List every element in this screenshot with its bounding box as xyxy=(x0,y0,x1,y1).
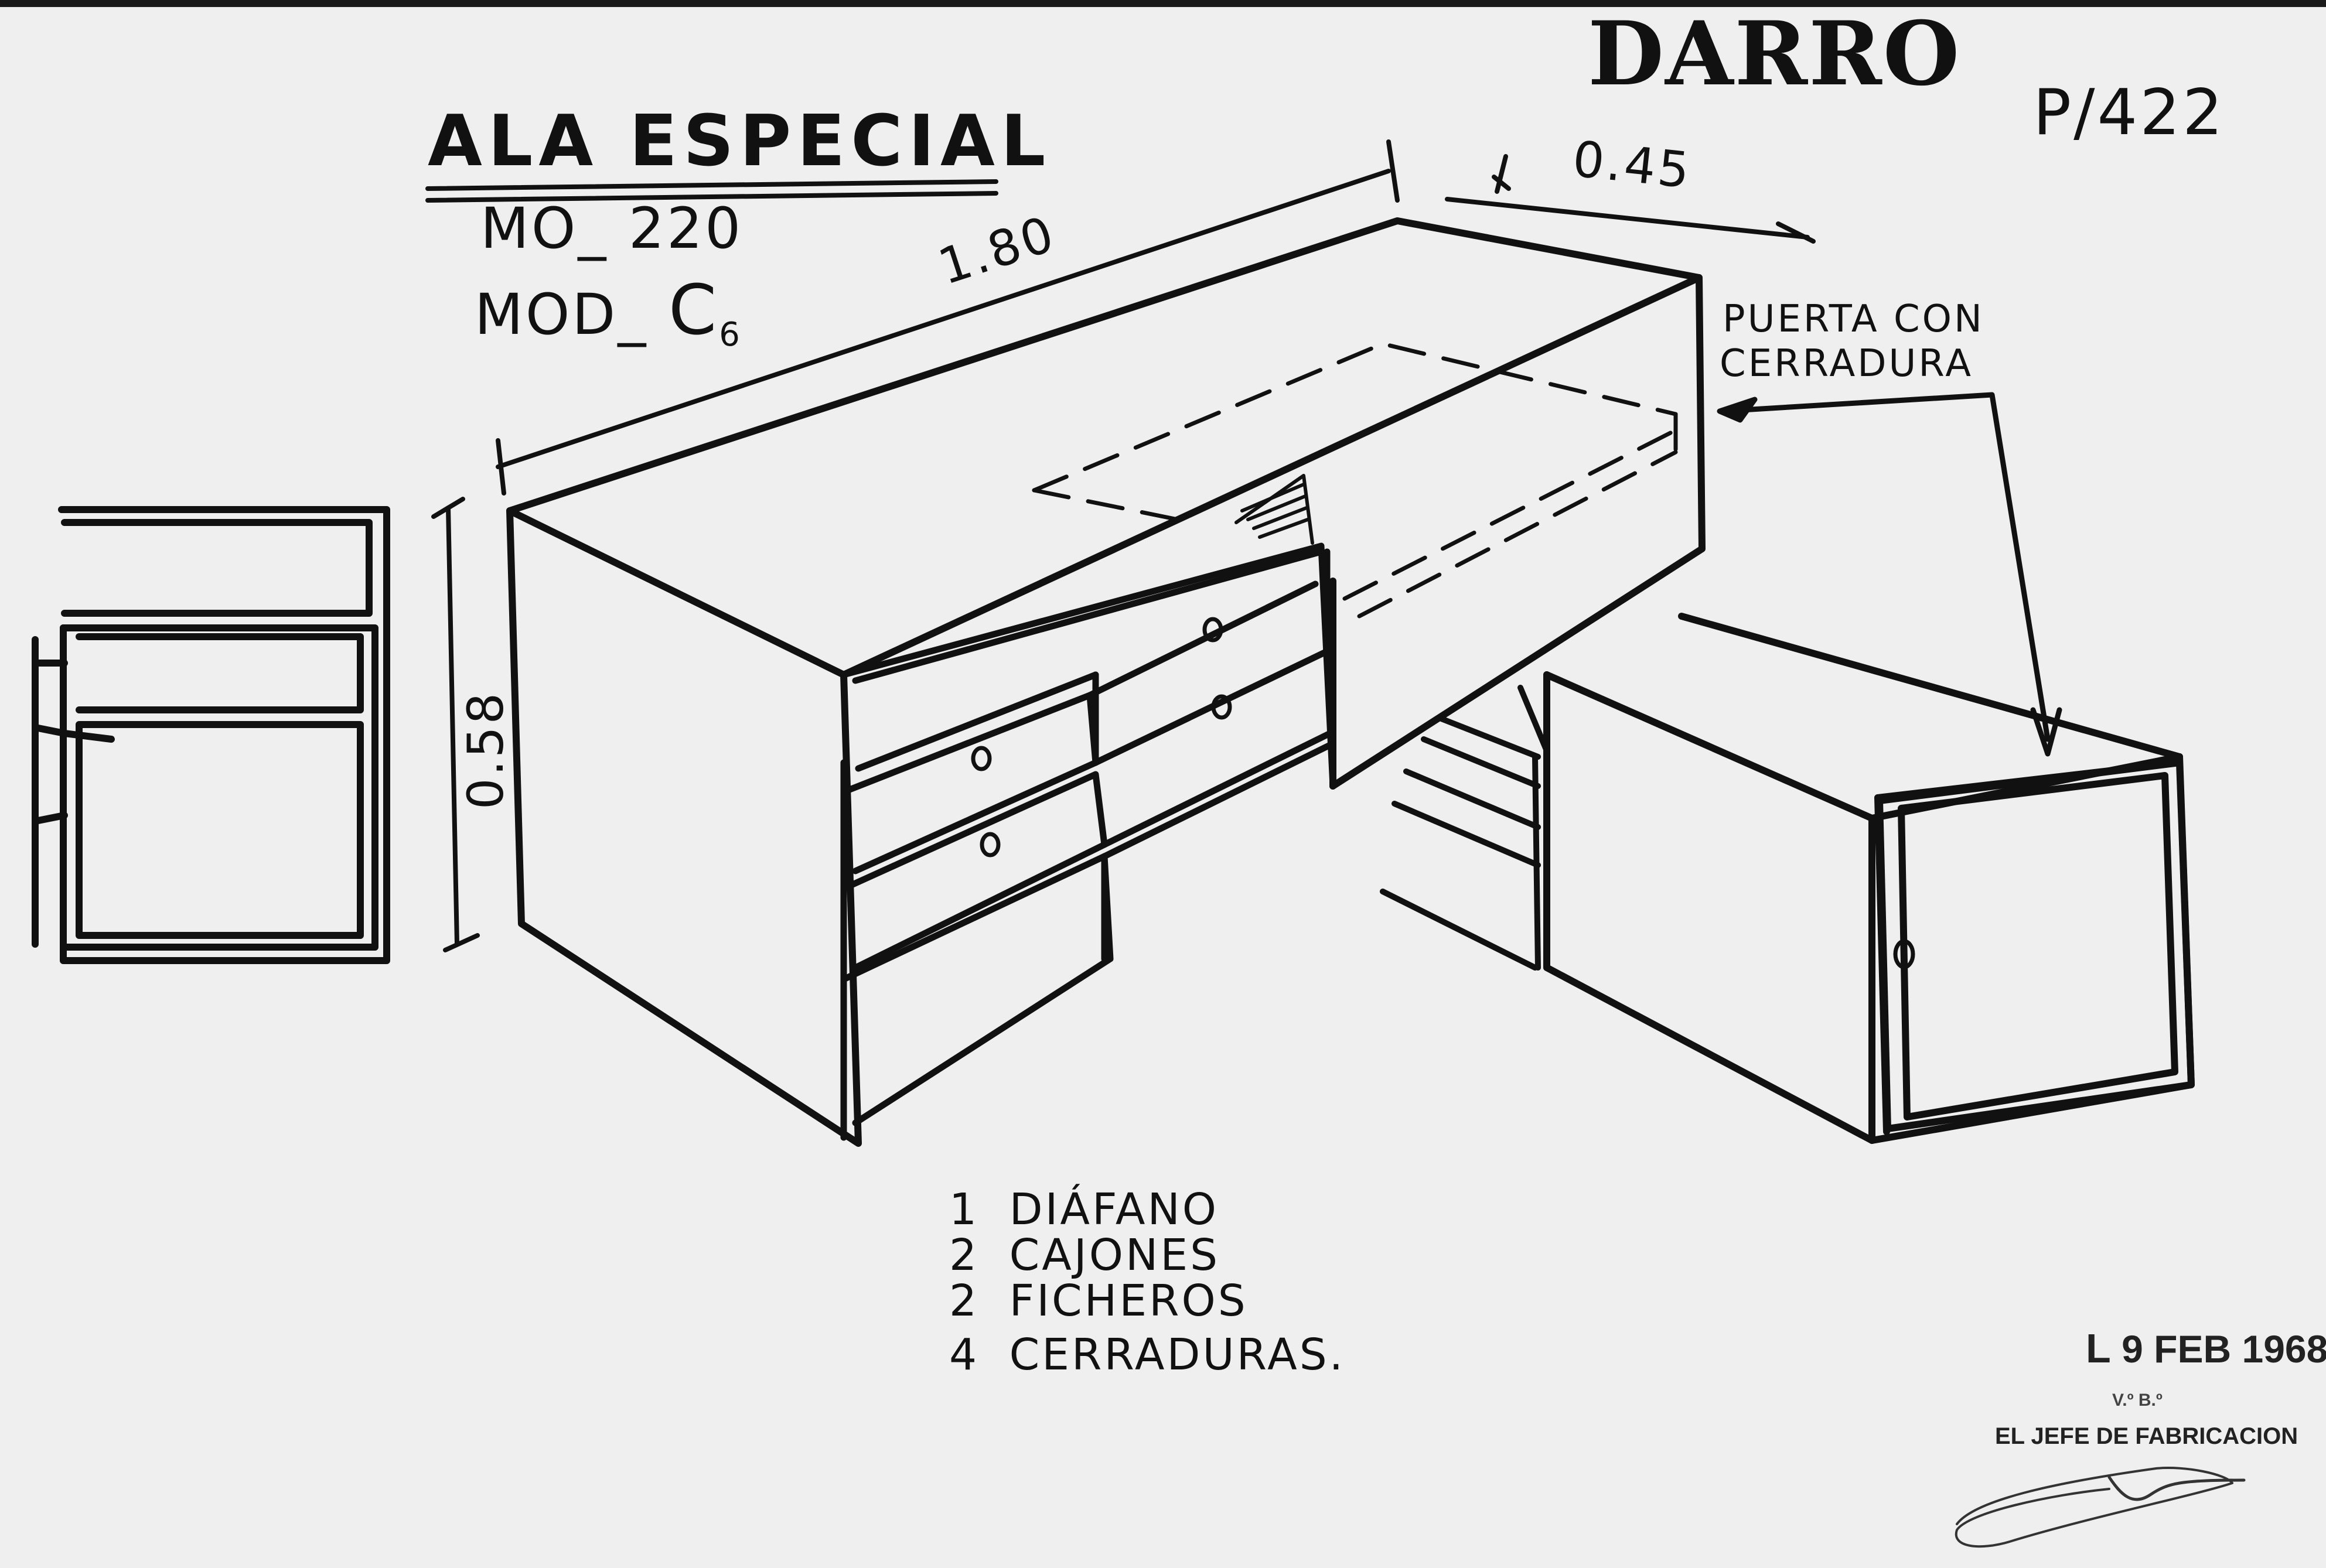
return-cabinet xyxy=(1543,613,2195,1144)
brand-logo: DARRO xyxy=(1588,2,1961,105)
signature xyxy=(2107,1475,2246,1501)
cabinet-keyhole xyxy=(1893,939,1915,969)
hidden-outline xyxy=(1032,341,1678,619)
side-elevation xyxy=(32,506,390,964)
furniture-drawing xyxy=(32,139,2246,1548)
list-item-label: CAJONES xyxy=(1009,1230,1220,1280)
list-item-label: DIÁFANO xyxy=(1009,1184,1219,1235)
list-item-qty: 1 xyxy=(949,1184,980,1235)
list-item: 4 CERRADURAS. xyxy=(949,1330,1345,1380)
drawer-knobs xyxy=(971,617,1232,858)
list-item: 2 FICHEROS xyxy=(949,1276,1345,1330)
date-stamp-mark: L xyxy=(2086,1326,2111,1371)
reference-code: P/422 xyxy=(2033,76,2225,149)
approval-mark: V.º B.º xyxy=(2112,1391,2163,1410)
list-item-label: FICHEROS xyxy=(1009,1276,1248,1326)
signature xyxy=(1955,1467,2233,1548)
callout-line-1: PUERTA CON xyxy=(1723,298,1984,341)
drawing-title: ALA ESPECIAL xyxy=(428,101,1052,182)
model-code-subscript: 6 xyxy=(719,316,742,354)
list-item-qty: 4 xyxy=(949,1330,980,1380)
date-stamp-text: 9 FEB 1968 xyxy=(2122,1327,2326,1371)
open-shelf xyxy=(1234,474,1314,545)
callout-arrow xyxy=(1717,392,2062,757)
depth-dimension-line xyxy=(1445,154,1816,244)
parts-list: 1 DIÁFANO 2 CAJONES 2 FICHEROS 4 CERRADU… xyxy=(949,1184,1345,1380)
model-code-letter: C xyxy=(668,269,719,350)
model-code-prefix: MOD_ xyxy=(475,282,649,347)
list-item-label: CERRADURAS. xyxy=(1009,1330,1346,1380)
list-item: 1 DIÁFANO xyxy=(949,1184,1345,1235)
list-item-qty: 2 xyxy=(949,1230,980,1280)
list-item-qty: 2 xyxy=(949,1276,980,1326)
date-stamp: L 9 FEB 1968 xyxy=(2086,1325,2326,1372)
title-underline xyxy=(425,179,998,203)
approver-role: EL JEFE DE FABRICACION xyxy=(1995,1423,2298,1449)
model-code: MOD_ C6 xyxy=(475,269,742,354)
model-number: MO_ 220 xyxy=(480,196,743,261)
length-dimension-line xyxy=(496,139,1400,496)
callout-line-2: CERRADURA xyxy=(1720,342,1974,385)
desk-body xyxy=(506,217,1706,1147)
drawer-bank xyxy=(840,542,1336,1141)
list-item: 2 CAJONES xyxy=(949,1230,1345,1280)
return-shelves xyxy=(1380,685,1550,971)
height-dimension-line xyxy=(431,497,480,952)
